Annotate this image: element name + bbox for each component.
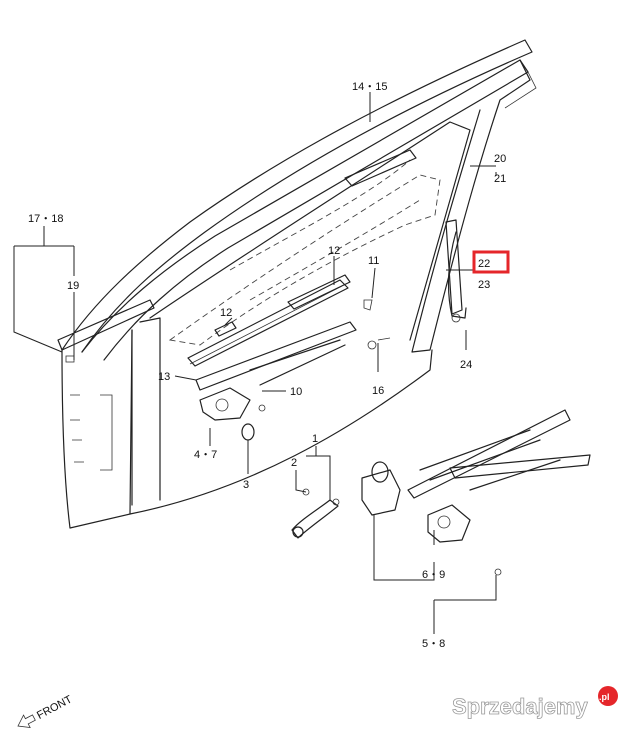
door-frame <box>61 39 537 529</box>
highlight-box-22 <box>472 250 510 274</box>
callout-17-18: 17・18 <box>28 213 63 225</box>
watermark-badge-icon <box>598 686 618 706</box>
callout-22: 22 <box>478 258 490 270</box>
front-direction-indicator: FRONT <box>17 693 74 728</box>
callout-10: 10 <box>290 386 302 398</box>
door-glass <box>168 149 441 346</box>
callout-21: 21 <box>494 173 506 185</box>
callout-16: 16 <box>372 385 384 397</box>
callout-12-lower: 12 <box>220 307 232 319</box>
arrow-left-icon <box>17 714 36 728</box>
front-label: FRONT <box>35 693 74 722</box>
callout-23: 23 <box>478 279 490 291</box>
callout-13: 13 <box>158 371 170 383</box>
callout-24: 24 <box>460 359 472 371</box>
callout-2: 2 <box>291 457 297 469</box>
outer-molding <box>57 299 155 363</box>
window-crank-handle <box>291 488 340 539</box>
callout-3: 3 <box>243 479 249 491</box>
watermark: Sprzedajemy .pl <box>452 686 618 719</box>
callout-1: 1 <box>312 433 318 445</box>
regulator-in-door <box>195 299 391 441</box>
callout-6-9: 6・9 <box>422 569 445 581</box>
window-regulator-assembly <box>361 409 591 576</box>
glass-run-channel <box>445 219 467 323</box>
callout-12-upper: 12 <box>328 245 340 257</box>
callout-19: 19 <box>67 280 79 292</box>
callout-4-7: 4・7 <box>194 449 217 461</box>
watermark-text: Sprzedajemy <box>452 694 588 719</box>
watermark-domain: .pl <box>599 692 610 702</box>
callout-20: 20 <box>494 153 506 165</box>
callout-11: 11 <box>368 255 379 267</box>
callout-5-8: 5・8 <box>422 638 445 650</box>
callout-14-15: 14・15 <box>352 81 387 93</box>
belt-weatherstrip <box>187 274 351 367</box>
leader-lines <box>13 92 497 634</box>
